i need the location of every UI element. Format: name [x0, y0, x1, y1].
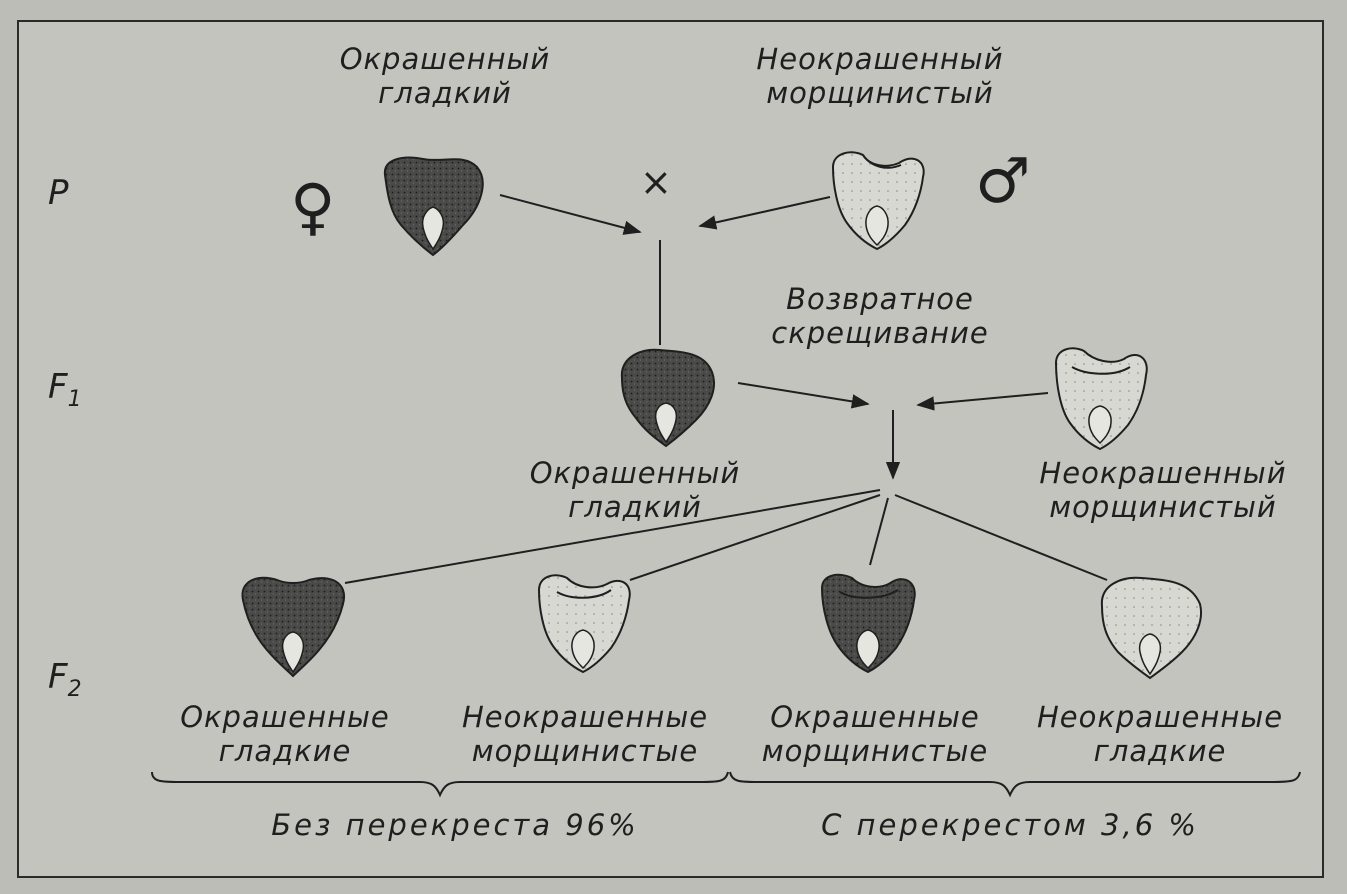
seed-f2-uncolored-wrinkled — [537, 574, 631, 674]
generation-f2-label: F2 — [48, 657, 82, 702]
line-to-f2-3 — [869, 497, 889, 566]
f1-tester-label: Неокрашенный морщинистый — [1018, 456, 1308, 524]
parent-female-line2: гладкий — [378, 76, 512, 110]
backcross-line1: Возвратное — [786, 282, 974, 316]
parent-male-label: Неокрашенный морщинистый — [720, 42, 1040, 110]
cross-lines — [344, 194, 1108, 584]
female-symbol: ♀ — [290, 170, 337, 243]
f1-tester-line2: морщинистый — [1049, 490, 1277, 524]
cross-symbol: × — [640, 160, 673, 204]
line-to-f2-4 — [894, 494, 1108, 581]
line-to-f2-2 — [629, 494, 881, 581]
f1-hybrid-line2: гладкий — [568, 490, 702, 524]
parent-male-line1: Неокрашенный — [756, 42, 1004, 76]
f2-class-3-line1: Окрашенные — [770, 700, 980, 734]
f1-tester-line1: Неокрашенный — [1039, 456, 1287, 490]
arrow-female-to-cross — [499, 194, 642, 235]
arrow-f1-to-backcross — [737, 382, 870, 409]
backcross-label: Возвратное скрещивание — [750, 282, 1010, 350]
f2-class-1-line1: Окрашенные — [180, 700, 390, 734]
f2-class-1-label: Окрашенные гладкие — [150, 700, 420, 768]
parent-male-line2: морщинистый — [766, 76, 994, 110]
seed-f1-colored-smooth — [620, 348, 715, 448]
f2-class-2-label: Неокрашенные морщинистые — [440, 700, 730, 768]
f2-class-3-line2: морщинистые — [761, 734, 989, 768]
brace-crossover — [729, 771, 1301, 798]
f1-hybrid-line1: Окрашенный — [529, 456, 741, 490]
line-to-f2-1 — [344, 489, 881, 584]
seed-p-colored-smooth — [383, 156, 484, 257]
diagram-frame — [17, 20, 1324, 878]
f2-class-2-line1: Неокрашенные — [461, 700, 709, 734]
parent-female-line1: Окрашенный — [339, 42, 551, 76]
f2-class-1-line2: гладкие — [218, 734, 352, 768]
brace-no-crossover — [151, 771, 729, 798]
seed-f2-colored-smooth — [241, 576, 346, 678]
no-crossover-label: Без перекреста 96% — [271, 808, 639, 842]
male-symbol: ♂ — [975, 144, 1032, 217]
seed-f1-uncolored-wrinkled — [1054, 347, 1148, 451]
f2-class-4-line2: гладкие — [1093, 734, 1227, 768]
seed-p-uncolored-wrinkled — [831, 151, 925, 251]
arrow-male-to-cross — [698, 196, 831, 230]
crossover-label: С перекрестом 3,6 % — [821, 808, 1199, 842]
parent-female-label: Окрашенный гладкий — [310, 42, 580, 110]
f2-class-3-label: Окрашенные морщинистые — [740, 700, 1010, 768]
arrow-tester-to-backcross — [916, 392, 1049, 411]
f2-class-4-line1: Неокрашенные — [1036, 700, 1284, 734]
seed-f2-uncolored-smooth — [1100, 576, 1202, 680]
f2-class-2-line2: морщинистые — [471, 734, 699, 768]
generation-p-label: P — [48, 173, 69, 213]
f1-hybrid-label: Окрашенный гладкий — [500, 456, 770, 524]
f2-class-4-label: Неокрашенные гладкие — [1015, 700, 1305, 768]
generation-f1-label: F1 — [48, 367, 82, 412]
seed-f2-colored-wrinkled — [820, 573, 916, 674]
backcross-line2: скрещивание — [771, 316, 989, 350]
